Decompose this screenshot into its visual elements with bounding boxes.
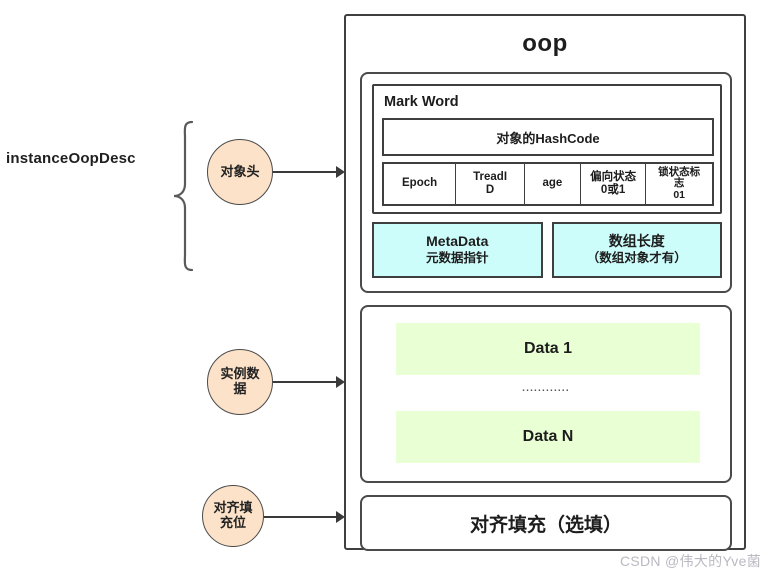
array-length-box: 数组长度 （数组对象才有） <box>551 222 722 278</box>
field-epoch-line1: Epoch <box>402 177 438 190</box>
field-age: age <box>525 164 581 204</box>
field-bias-state-line2: 0或1 <box>600 184 626 196</box>
mark-word-box: Mark Word 对象的HashCode Epoch TreadI D <box>372 84 722 214</box>
watermark: CSDN @伟大的Yve菌 <box>619 553 761 569</box>
data-ellipsis: ............ <box>522 383 570 394</box>
instance-data-group: Data 1 ............ Data N <box>360 305 732 483</box>
connector-instance-data <box>273 381 343 383</box>
array-length-title: 数组长度 <box>608 233 665 250</box>
hashcode-row: 对象的HashCode <box>382 118 714 156</box>
callout-instance-data[interactable]: 实例数 据 <box>207 349 273 415</box>
object-header-group: Mark Word 对象的HashCode Epoch TreadI D <box>360 72 732 293</box>
field-lock-state-flag-line1: 锁状态标 <box>658 166 701 179</box>
data-row-last: Data N <box>396 411 700 463</box>
array-length-subtitle: （数组对象才有） <box>586 250 687 265</box>
grouping-brace <box>170 120 196 272</box>
instance-oop-desc-label: instanceOopDesc <box>6 150 136 167</box>
callout-alignment-padding-line1: 对齐填 <box>213 500 253 516</box>
field-bias-state: 偏向状态 0或1 <box>581 164 647 204</box>
callout-alignment-padding[interactable]: 对齐填 充位 <box>202 485 264 547</box>
alignment-padding-box: 对齐填充（选填） <box>360 495 732 551</box>
field-lock-state-flag-line2: 志 <box>673 177 685 190</box>
callout-object-header[interactable]: 对象头 <box>207 139 273 205</box>
field-lock-state-flag-line3: 01 <box>673 188 686 201</box>
field-epoch: Epoch <box>384 164 457 204</box>
connector-object-header <box>273 171 343 173</box>
connector-alignment-padding <box>264 516 343 518</box>
mark-word-title: Mark Word <box>384 94 459 110</box>
callout-object-header-line1: 对象头 <box>220 163 260 179</box>
field-bias-state-line1: 偏向状态 <box>590 170 637 183</box>
field-thread-id-line1: TreadI <box>473 170 508 183</box>
field-age-line1: age <box>542 177 563 190</box>
callout-instance-data-line1: 实例数 <box>220 366 260 382</box>
metadata-pointer-box: MetaData 元数据指针 <box>372 222 543 278</box>
pointer-row: MetaData 元数据指针 数组长度 （数组对象才有） <box>372 222 722 278</box>
field-thread-id: TreadI D <box>456 164 526 204</box>
oop-container: oop Mark Word 对象的HashCode Epoch TreadI D <box>344 14 746 551</box>
arrow-head-alignment-padding <box>336 511 345 523</box>
mark-word-field-row: Epoch TreadI D age <box>382 162 714 206</box>
oop-title: oop <box>522 30 568 57</box>
callout-alignment-padding-line2: 充位 <box>219 515 246 530</box>
metadata-pointer-subtitle: 元数据指针 <box>425 250 489 265</box>
field-thread-id-line2: D <box>485 184 495 196</box>
metadata-pointer-title: MetaData <box>426 233 489 250</box>
arrow-head-object-header <box>336 166 345 178</box>
arrow-head-instance-data <box>336 376 345 388</box>
field-lock-state-flag: 锁状态标 志 01 <box>646 164 712 204</box>
data-row-first: Data 1 <box>396 323 700 375</box>
callout-instance-data-line2: 据 <box>233 381 247 396</box>
